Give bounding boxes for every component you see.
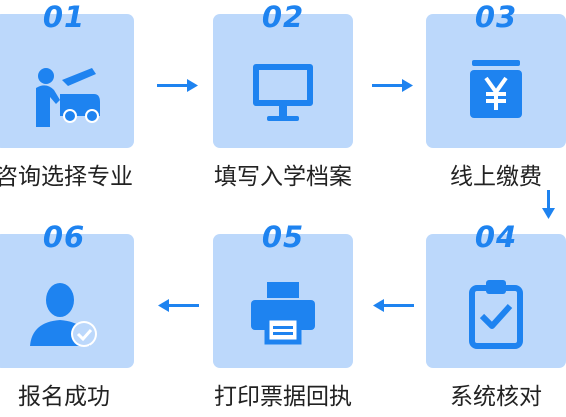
step-number: 04 <box>474 220 518 254</box>
step-number: 03 <box>474 0 518 34</box>
step-label: 报名成功 <box>18 384 110 410</box>
step-number: 06 <box>42 220 86 254</box>
arrow-right-icon <box>372 79 413 92</box>
user-success-icon <box>30 283 97 347</box>
step-number: 02 <box>261 0 305 34</box>
printer-icon <box>251 282 315 345</box>
yen-payment-icon <box>470 60 522 118</box>
clipboard-check-icon <box>469 280 523 349</box>
step-label: 系统核对 <box>450 384 542 410</box>
step-label: 线上缴费 <box>450 164 542 190</box>
step-label: 咨询选择专业 <box>0 164 133 190</box>
arrow-left-icon <box>373 299 414 312</box>
car-service-icon <box>36 68 100 127</box>
step-label: 填写入学档案 <box>214 164 352 190</box>
arrow-right-icon <box>157 79 198 92</box>
step-number: 05 <box>261 220 305 254</box>
monitor-icon <box>253 64 313 121</box>
step-number: 01 <box>42 0 86 34</box>
arrow-left-icon <box>158 299 199 312</box>
step-label: 打印票据回执 <box>214 384 352 410</box>
arrow-down-icon <box>542 190 555 219</box>
